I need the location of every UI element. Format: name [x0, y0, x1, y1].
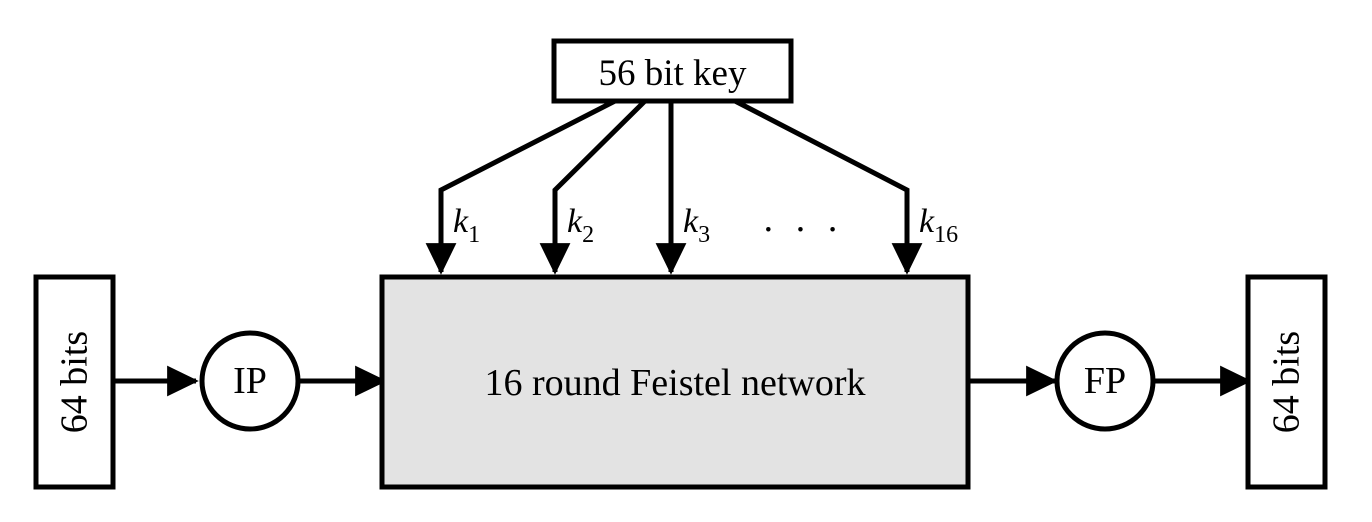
input-block-label: 64 bits: [54, 331, 96, 433]
subkey-base-k2: k: [567, 203, 583, 240]
input-block: 64 bits: [33, 274, 116, 490]
subkey-labels: k1 k2 k3 k16 · · ·: [453, 203, 958, 251]
feistel-block-rect: [379, 274, 971, 490]
subkey-label-k2: k2: [567, 203, 594, 248]
subkey-base-k3: k: [683, 203, 699, 240]
subkey-wire-k2: [539, 99, 647, 275]
feistel-network-block: 16 round Feistel network: [379, 274, 971, 490]
subkey-wire-k16: [733, 98, 923, 275]
key-block: 56 bit key: [551, 38, 794, 104]
subkey-wire-k1: [425, 98, 617, 275]
subkey-sub-k3: 3: [698, 222, 710, 248]
subkey-label-k16: k16: [919, 203, 958, 248]
fp-label: FP: [1084, 360, 1126, 402]
input-block-rect: [33, 274, 116, 490]
feistel-block-label: 16 round Feistel network: [484, 362, 865, 404]
subkey-sub-k1: 1: [468, 222, 480, 248]
output-block: 64 bits: [1245, 274, 1328, 490]
subkey-sub-k16: 16: [934, 222, 958, 248]
subkey-label-k3: k3: [683, 203, 710, 248]
key-block-label: 56 bit key: [599, 53, 747, 94]
final-permutation-node: FP: [1054, 330, 1156, 432]
subkey-wires: [425, 98, 923, 275]
subkey-base-k16: k: [919, 203, 935, 240]
output-block-rect: [1245, 274, 1328, 490]
ip-label: IP: [233, 360, 267, 402]
subkey-ellipsis: · · ·: [762, 209, 844, 251]
subkey-base-k1: k: [453, 203, 469, 240]
output-block-label: 64 bits: [1266, 331, 1308, 433]
initial-permutation-node: IP: [199, 330, 301, 432]
subkey-sub-k2: 2: [582, 222, 594, 248]
subkey-label-k1: k1: [453, 203, 480, 248]
